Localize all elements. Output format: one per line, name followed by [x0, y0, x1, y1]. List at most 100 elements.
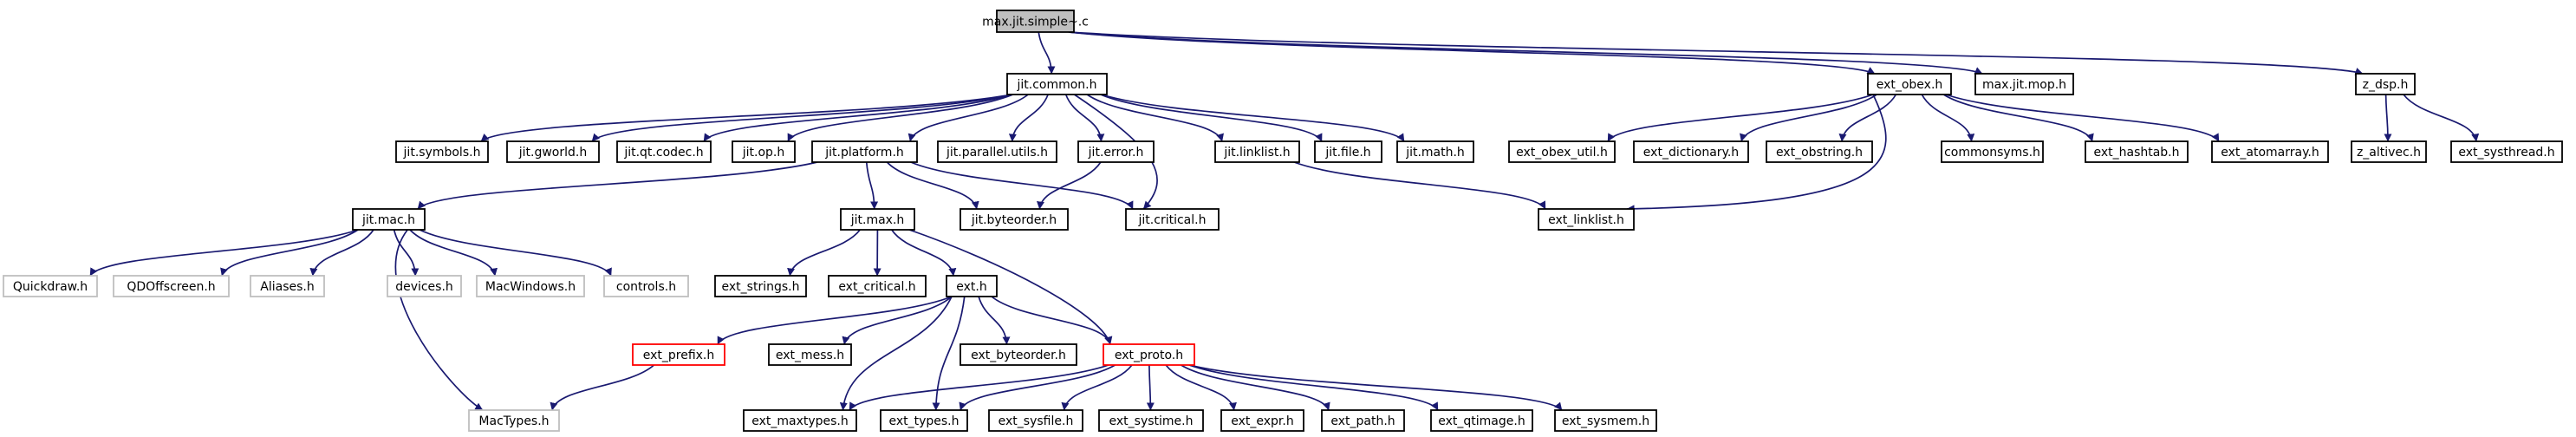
node-aliases[interactable]: Aliases.h [250, 275, 325, 297]
node-box [988, 409, 1083, 432]
node-jit-gworld[interactable]: jit.gworld.h [506, 140, 600, 163]
node-commonsyms[interactable]: commonsyms.h [1941, 140, 2044, 163]
node-jit-op[interactable]: jit.op.h [732, 140, 796, 163]
node-ext-mess[interactable]: ext_mess.h [768, 343, 852, 366]
node-jit-byteorder[interactable]: jit.byteorder.h [959, 208, 1069, 231]
edge-jit_common-to-jit_error [1064, 94, 1105, 142]
node-box [1314, 140, 1382, 163]
node-ext-proto[interactable]: ext_proto.h [1103, 343, 1195, 366]
edge-line [1008, 94, 1049, 142]
node-z-dsp[interactable]: z_dsp.h [2355, 73, 2416, 95]
node-box [1125, 208, 1220, 231]
node-label: ext_types.h [888, 414, 959, 428]
node-jit-qt-codec[interactable]: jit.qt.codec.h [616, 140, 712, 163]
node-box [996, 10, 1075, 33]
node-ext-systhread[interactable]: ext_systhread.h [2450, 140, 2563, 163]
edge-ext_obex-to-ext_atomarray [1945, 94, 2220, 142]
node-jit-common[interactable]: jit.common.h [1006, 73, 1108, 95]
node-devices[interactable]: devices.h [387, 275, 462, 297]
edge-line [1181, 364, 1330, 411]
node-jit-error[interactable]: jit.error.h [1077, 140, 1155, 163]
node-ext-hashtab[interactable]: ext_hashtab.h [2085, 140, 2189, 163]
node-ext-qtimage[interactable]: ext_qtimage.h [1430, 409, 1533, 432]
edge-jit_error-to-jit_byteorder [1037, 161, 1102, 210]
node-box [113, 275, 230, 297]
node-box [946, 275, 998, 297]
node-box [1103, 343, 1195, 366]
edge-z_dsp-to-z_altivec [2384, 94, 2392, 142]
node-ext-strings[interactable]: ext_strings.h [714, 275, 807, 297]
node-jit-parallel-utils[interactable]: jit.parallel.utils.h [937, 140, 1057, 163]
node-jit-mac[interactable]: jit.mac.h [352, 208, 426, 231]
edge-line [1038, 31, 1056, 75]
node-quickdraw[interactable]: Quickdraw.h [3, 275, 98, 297]
edge-line [1146, 364, 1155, 411]
node-box [1766, 140, 1873, 163]
node-jit-critical[interactable]: jit.critical.h [1125, 208, 1220, 231]
node-jit-symbols[interactable]: jit.symbols.h [395, 140, 489, 163]
node-box [616, 140, 712, 163]
node-ext-byteorder[interactable]: ext_byteorder.h [959, 343, 1077, 366]
node-label: controls.h [616, 280, 676, 294]
node-ext-dictionary[interactable]: ext_dictionary.h [1633, 140, 1749, 163]
node-ext-sysfile[interactable]: ext_sysfile.h [988, 409, 1083, 432]
node-jit-file[interactable]: jit.file.h [1314, 140, 1382, 163]
edge-ext_proto-to-ext_types [959, 364, 1116, 411]
node-ext-h[interactable]: ext.h [946, 275, 998, 297]
node-label: ext_path.h [1330, 414, 1395, 428]
node-controls[interactable]: controls.h [603, 275, 689, 297]
node-ext-sysmem[interactable]: ext_sysmem.h [1554, 409, 1657, 432]
edge-ext_obex-to-commonsyms [1921, 94, 1975, 142]
edge-ext_h-to-ext_prefix [717, 296, 953, 345]
edge-line [787, 94, 1014, 142]
node-ext-critical[interactable]: ext_critical.h [828, 275, 927, 297]
node-ext-path[interactable]: ext_path.h [1321, 409, 1405, 432]
node-jit-math[interactable]: jit.math.h [1396, 140, 1474, 163]
edge-ext_h-to-ext_byteorder [978, 296, 1011, 345]
node-max-jit-mop[interactable]: max.jit.mop.h [1974, 73, 2074, 95]
node-ext-types[interactable]: ext_types.h [880, 409, 968, 432]
node-ext-systime[interactable]: ext_systime.h [1098, 409, 1204, 432]
node-label: z_dsp.h [2363, 78, 2409, 92]
edge-jit_mac-to-controls [419, 229, 612, 277]
node-box [1633, 140, 1749, 163]
node-qdoffscreen[interactable]: QDOffscreen.h [113, 275, 230, 297]
node-ext-maxtypes[interactable]: ext_maxtypes.h [743, 409, 857, 432]
node-ext-expr[interactable]: ext_expr.h [1220, 409, 1304, 432]
node-label: jit.linklist.h [1223, 146, 1290, 160]
node-ext-prefix[interactable]: ext_prefix.h [632, 343, 725, 366]
node-box [632, 343, 725, 366]
node-jit-max[interactable]: jit.max.h [840, 208, 915, 231]
node-macwindows[interactable]: MacWindows.h [476, 275, 585, 297]
edge-ext_proto-to-ext_maxtypes [849, 364, 1109, 411]
edge-line [393, 229, 420, 277]
edge-line [417, 161, 818, 210]
node-mactypes[interactable]: MacTypes.h [468, 409, 560, 432]
node-ext-obex-util[interactable]: ext_obex_util.h [1508, 140, 1616, 163]
edge-ext_prefix-to-mactypes [550, 364, 655, 411]
node-ext-atomarray[interactable]: ext_atomarray.h [2211, 140, 2329, 163]
node-jit-platform[interactable]: jit.platform.h [811, 140, 918, 163]
node-label: max.jit.simple~.c [982, 16, 1089, 29]
edge-line [1838, 94, 1897, 142]
edge-line [220, 229, 359, 277]
node-box [250, 275, 325, 297]
edge-line [1921, 94, 1975, 142]
node-ext-obex[interactable]: ext_obex.h [1867, 73, 1952, 95]
edge-jit_max-to-ext_h [891, 229, 957, 277]
edge-line [409, 229, 498, 277]
node-label: ext_linklist.h [1548, 213, 1624, 227]
node-ext-obstring[interactable]: ext_obstring.h [1766, 140, 1873, 163]
node-box [1508, 140, 1616, 163]
edge-ext_obex-to-ext_dictionary [1740, 94, 1877, 142]
edge-line [394, 229, 484, 411]
node-label: ext_critical.h [838, 280, 915, 294]
node-jit-linklist[interactable]: jit.linklist.h [1214, 140, 1300, 163]
node-ext-linklist[interactable]: ext_linklist.h [1538, 208, 1635, 231]
node-label: commonsyms.h [1944, 146, 2040, 160]
node-z-altivec[interactable]: z_altivec.h [2351, 140, 2427, 163]
node-box [1396, 140, 1474, 163]
edge-jit_mac-to-qdoffscreen [220, 229, 359, 277]
edge-line [1068, 31, 2364, 75]
